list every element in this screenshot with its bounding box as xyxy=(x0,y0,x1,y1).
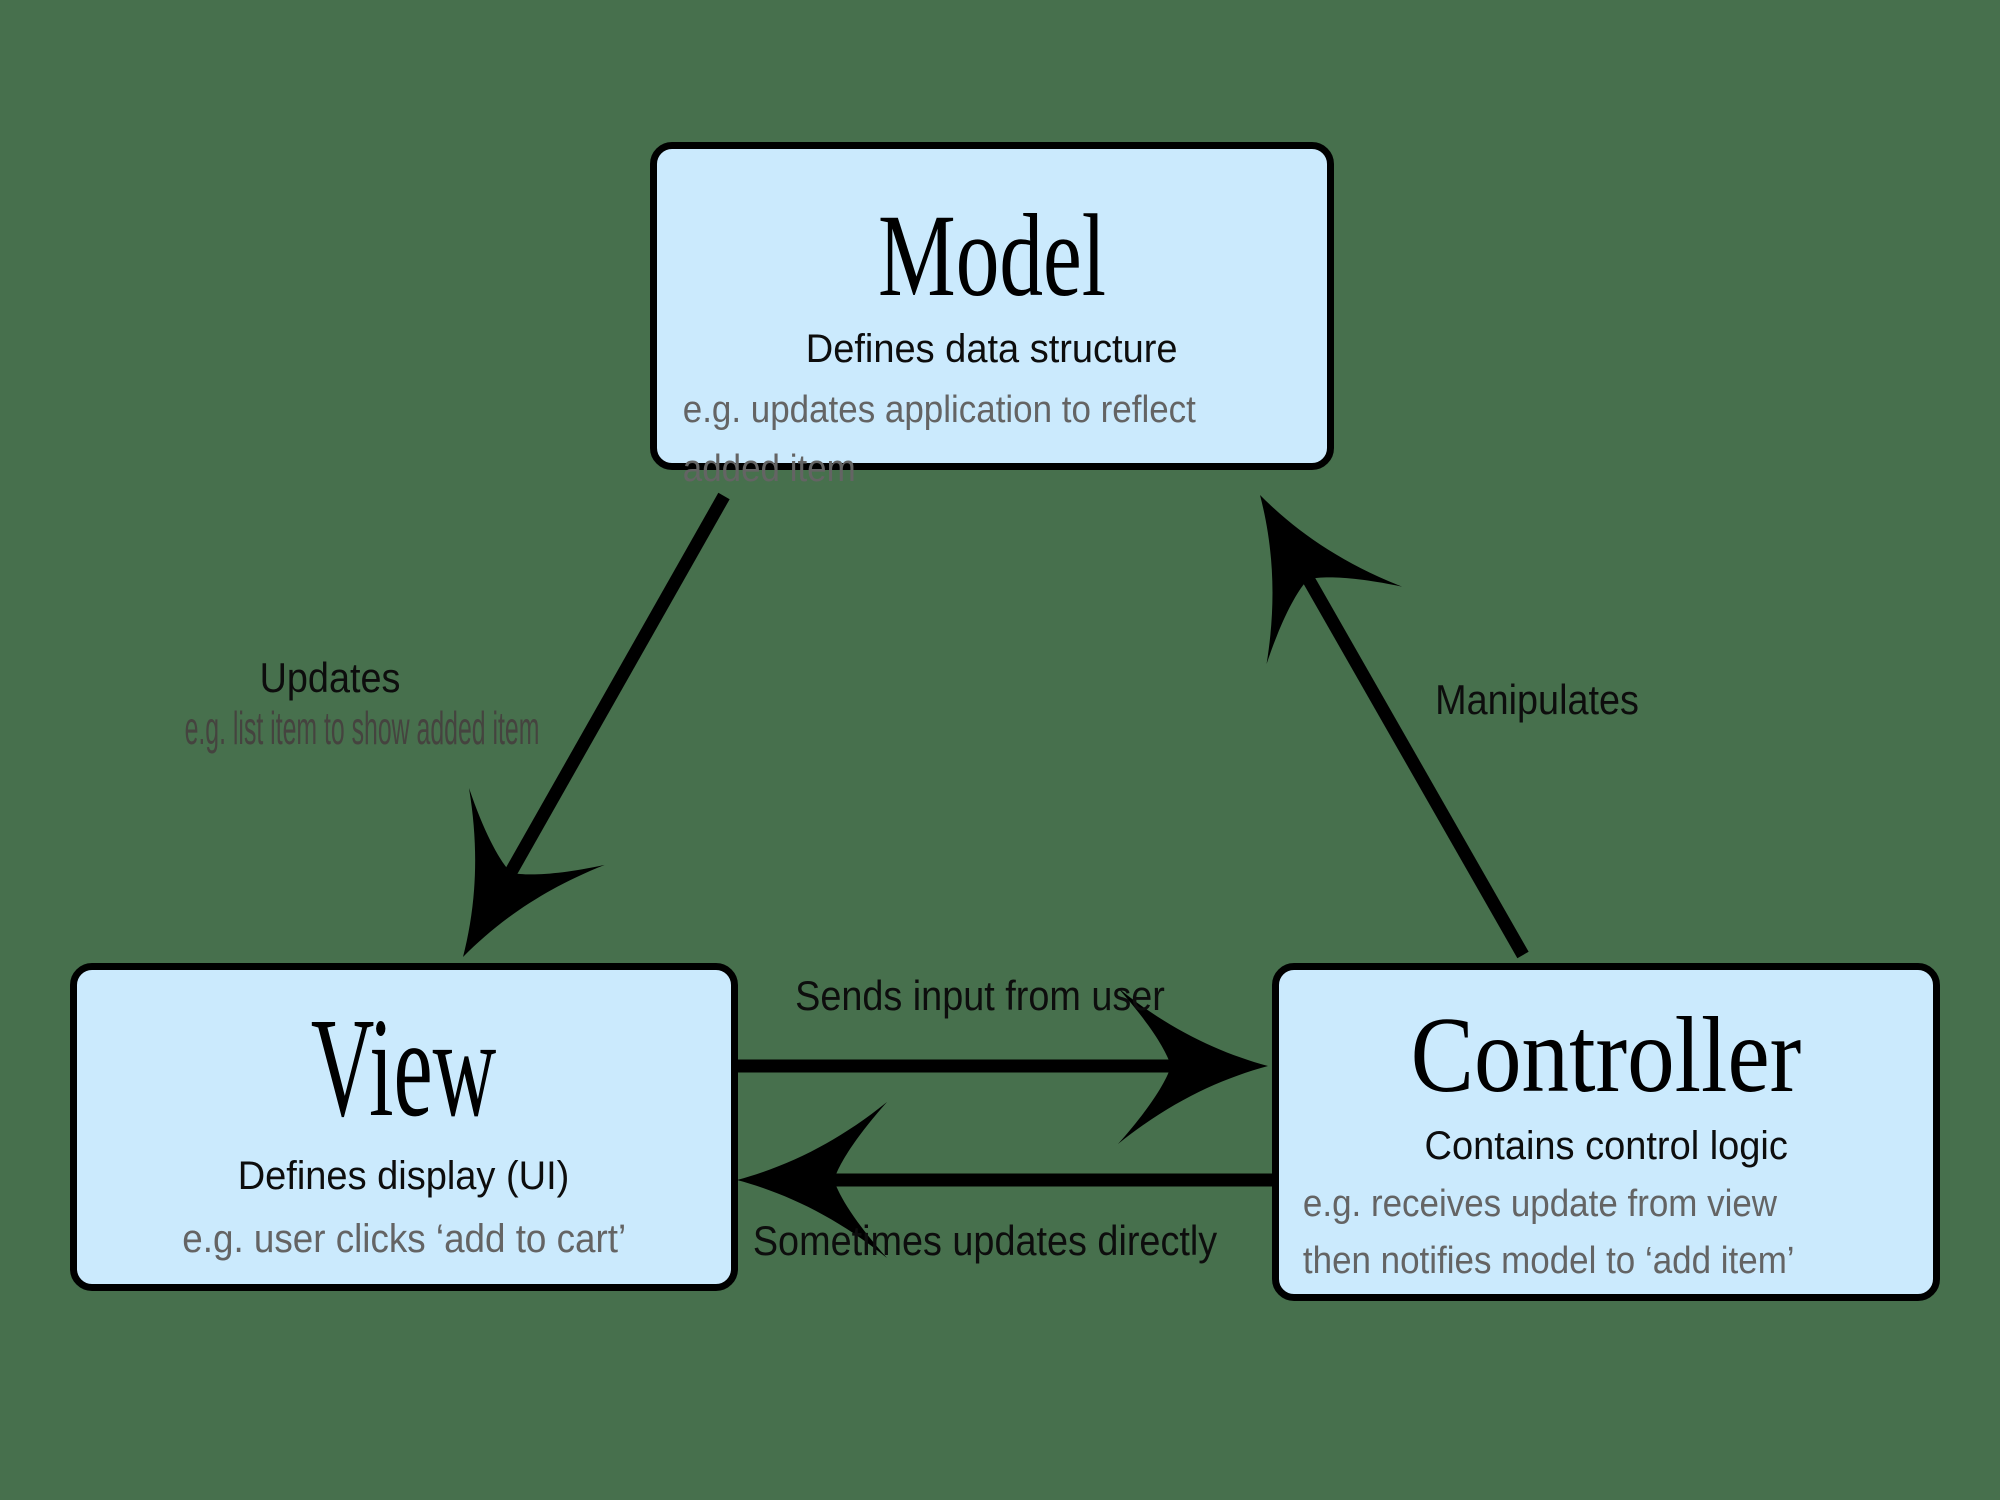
controller-subtitle: Contains control logic xyxy=(1424,1124,1788,1168)
sometimes-updates-edge-label: Sometimes updates directly xyxy=(752,1217,1218,1264)
arrow-shaft xyxy=(501,492,730,883)
updates-edge-label: Updates xyxy=(259,654,401,701)
arrow-controller-to-view xyxy=(737,1102,1272,1258)
view-node: View Defines display (UI) e.g. user clic… xyxy=(70,963,738,1291)
model-example-text: e.g. updates application to reflect adde… xyxy=(682,389,1196,490)
arrow-controller-to-model xyxy=(1192,456,1529,959)
manipulates-edge-label: Manipulates xyxy=(1435,676,1639,723)
updates-edge-sublabel: e.g. list item to show added item xyxy=(184,702,540,754)
model-node: Model Defines data structure e.g. update… xyxy=(650,142,1334,490)
view-title: View xyxy=(311,988,497,1146)
controller-example-text: e.g. receives update from view then noti… xyxy=(1302,1183,1795,1282)
model-title: Model xyxy=(878,190,1106,321)
sends-input-edge-label: Sends input from user xyxy=(795,972,1165,1019)
controller-node: Controller Contains control logic e.g. r… xyxy=(1272,963,1940,1301)
controller-title: Controller xyxy=(1410,996,1802,1115)
arrow-view-to-controller xyxy=(737,988,1268,1144)
model-subtitle: Defines data structure xyxy=(806,327,1178,371)
arrow-shaft xyxy=(1300,571,1529,959)
arrow-model-to-view xyxy=(395,492,730,996)
view-example-text: e.g. user clicks ‘add to cart’ xyxy=(182,1217,626,1261)
view-subtitle: Defines display (UI) xyxy=(238,1154,570,1198)
